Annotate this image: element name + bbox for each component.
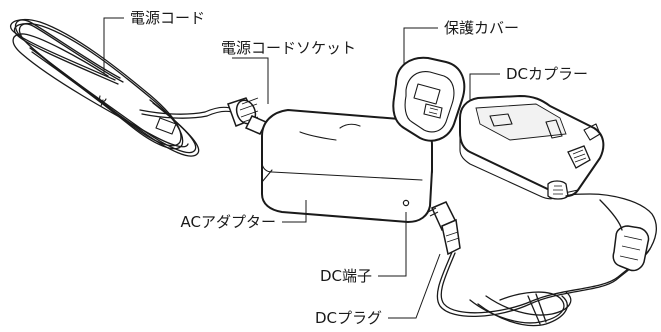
label-ac-adapter: ACアダプター <box>181 213 276 231</box>
label-power-cord: 電源コード <box>130 9 205 27</box>
power-cord-illustration <box>10 18 268 157</box>
labels: 電源コード 電源コードソケット 保護カバー DCカプラー ACアダプター DC端… <box>130 9 588 327</box>
protective-cover-illustration <box>392 56 466 142</box>
leader-lines <box>103 17 500 319</box>
label-protective-cover: 保護カバー <box>444 19 519 37</box>
ac-adapter-illustration <box>261 109 433 223</box>
dc-coupler-illustration <box>459 95 605 200</box>
label-dc-plug: DCプラグ <box>315 309 382 327</box>
label-dc-terminal: DC端子 <box>320 267 372 285</box>
label-dc-coupler: DCカプラー <box>506 65 588 83</box>
label-power-cord-socket: 電源コードソケット <box>221 39 356 57</box>
dc-plug-illustration <box>427 193 658 327</box>
